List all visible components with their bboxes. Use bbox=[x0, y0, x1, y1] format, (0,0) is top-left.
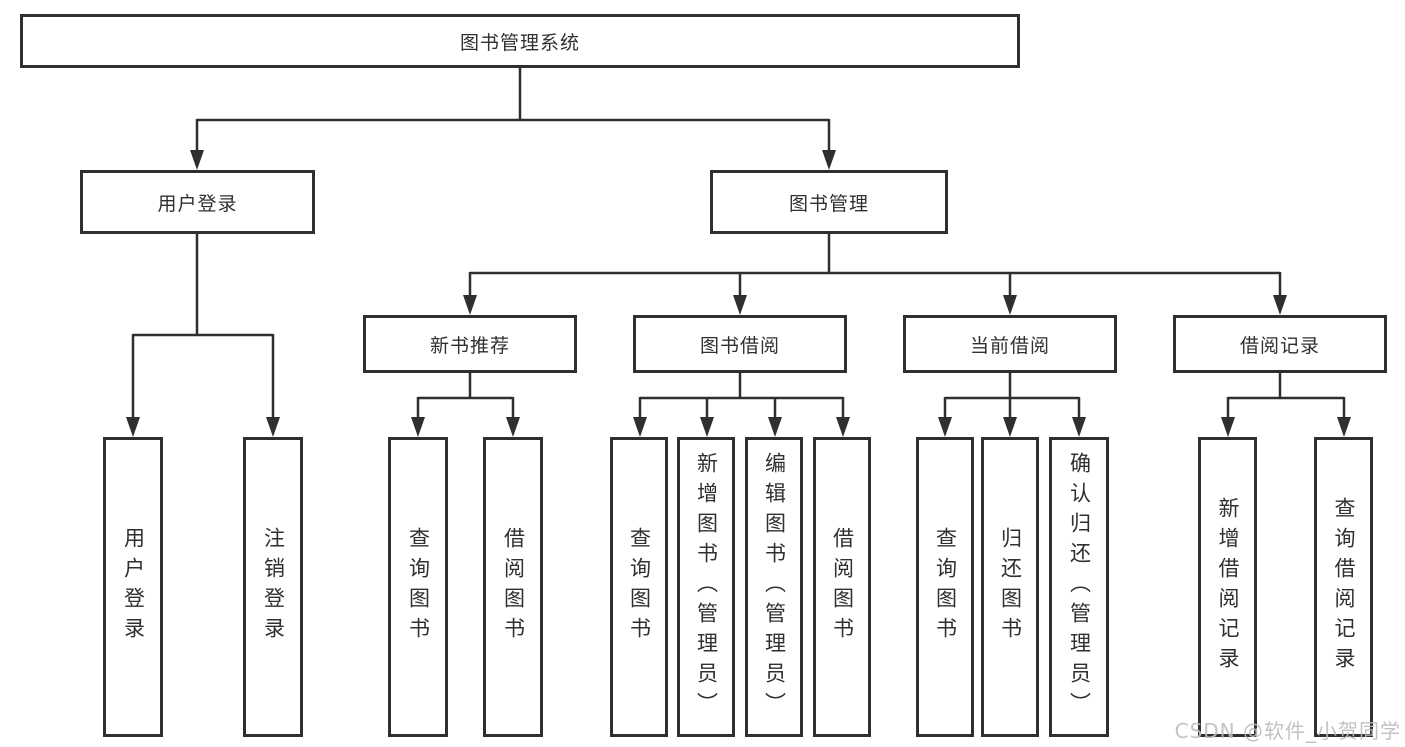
leaf-br-add-record-label: 新增借阅记录 bbox=[1216, 497, 1240, 677]
leaf-nb-query-book: 查询图书 bbox=[388, 437, 448, 737]
leaf-bb-add-book-admin-label: 新增图书（管理员） bbox=[694, 452, 719, 722]
leaf-cb-return-book: 归还图书 bbox=[981, 437, 1039, 737]
leaf-bb-query-book: 查询图书 bbox=[610, 437, 668, 737]
leaf-bb-borrow-book-label: 借阅图书 bbox=[830, 527, 855, 647]
node-borrow-record-label: 借阅记录 bbox=[1239, 334, 1320, 357]
leaf-nb-borrow-book: 借阅图书 bbox=[483, 437, 543, 737]
leaf-cb-return-book-label: 归还图书 bbox=[998, 527, 1023, 647]
leaf-cb-confirm-return-admin: 确认归还（管理员） bbox=[1049, 437, 1109, 737]
node-book-management-label: 图书管理 bbox=[788, 192, 869, 215]
node-user-login-label: 用户登录 bbox=[157, 192, 238, 215]
connector-arrowheads bbox=[126, 150, 1351, 437]
connector-edges bbox=[131, 66, 1346, 431]
watermark: CSDN @软件_小贺同学 bbox=[1174, 719, 1401, 743]
node-book-management: 图书管理 bbox=[710, 170, 948, 234]
leaf-cb-confirm-return-admin-label: 确认归还（管理员） bbox=[1067, 452, 1092, 722]
node-new-book-recommend-label: 新书推荐 bbox=[429, 334, 510, 357]
leaf-bb-add-book-admin: 新增图书（管理员） bbox=[677, 437, 735, 737]
leaf-cb-query-book-label: 查询图书 bbox=[933, 527, 958, 647]
leaf-user-login-label: 用户登录 bbox=[121, 527, 146, 647]
leaf-logout: 注销登录 bbox=[243, 437, 303, 737]
node-borrow-record: 借阅记录 bbox=[1173, 315, 1387, 373]
leaf-bb-edit-book-admin-label: 编辑图书（管理员） bbox=[762, 452, 787, 722]
leaf-logout-label: 注销登录 bbox=[261, 527, 286, 647]
node-book-borrow-label: 图书借阅 bbox=[699, 334, 780, 357]
node-book-borrow: 图书借阅 bbox=[633, 315, 847, 373]
leaf-br-query-record: 查询借阅记录 bbox=[1314, 437, 1373, 737]
node-new-book-recommend: 新书推荐 bbox=[363, 315, 577, 373]
leaf-nb-query-book-label: 查询图书 bbox=[406, 527, 431, 647]
leaf-br-add-record: 新增借阅记录 bbox=[1198, 437, 1257, 737]
leaf-bb-edit-book-admin: 编辑图书（管理员） bbox=[745, 437, 803, 737]
node-current-borrow-label: 当前借阅 bbox=[969, 334, 1050, 357]
node-root: 图书管理系统 bbox=[20, 14, 1020, 68]
node-user-login: 用户登录 bbox=[80, 170, 315, 234]
leaf-user-login: 用户登录 bbox=[103, 437, 163, 737]
leaf-bb-query-book-label: 查询图书 bbox=[627, 527, 652, 647]
leaf-cb-query-book: 查询图书 bbox=[916, 437, 974, 737]
leaf-br-query-record-label: 查询借阅记录 bbox=[1332, 497, 1356, 677]
leaf-bb-borrow-book: 借阅图书 bbox=[813, 437, 871, 737]
node-current-borrow: 当前借阅 bbox=[903, 315, 1117, 373]
leaf-nb-borrow-book-label: 借阅图书 bbox=[501, 527, 526, 647]
node-root-label: 图书管理系统 bbox=[459, 31, 580, 54]
